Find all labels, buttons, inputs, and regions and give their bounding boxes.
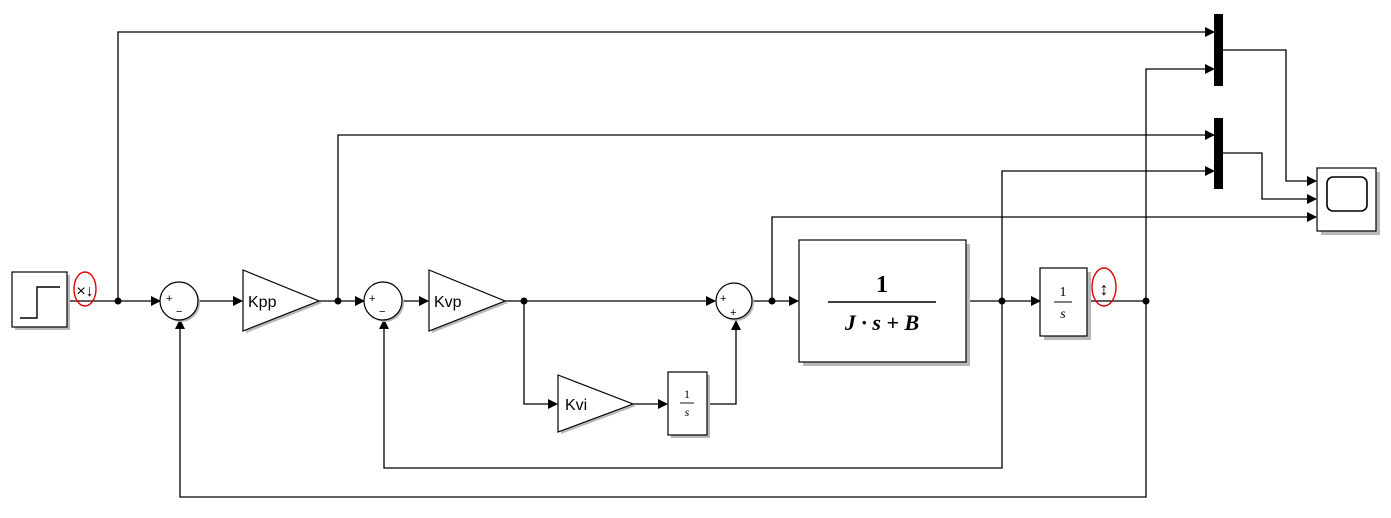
gain-kvp-label: Kvp xyxy=(434,294,462,311)
wire-mux1-to-scope xyxy=(1223,49,1317,186)
red-highlight-ellipse xyxy=(73,271,97,307)
junction-dot xyxy=(998,297,1006,305)
sum1-sign-minus: − xyxy=(176,306,182,318)
sum-velocity-error[interactable]: + − xyxy=(363,281,404,322)
wire-mux2-to-scope xyxy=(1223,152,1317,204)
plant-numerator: 1 xyxy=(876,272,888,298)
red-highlight-ellipse xyxy=(1091,267,1117,307)
step-output-marker: ×↓ xyxy=(73,271,97,307)
sum-position-error[interactable]: + − xyxy=(159,281,200,322)
scope-block[interactable] xyxy=(1316,167,1380,235)
scope-screen-icon xyxy=(1326,176,1368,212)
wire-ref-to-mux1 xyxy=(117,27,1215,301)
wire-pos-feedback xyxy=(175,301,1147,498)
int2-denominator: s xyxy=(1060,307,1066,322)
junction-dot xyxy=(334,297,342,305)
position-marker-text: ↕ xyxy=(1100,279,1109,299)
plant-transfer-function[interactable]: 1 J · s + B xyxy=(798,239,970,366)
signal-lines xyxy=(68,27,1317,498)
sum-pi[interactable]: + + xyxy=(715,282,754,321)
sum2-sign-plus: + xyxy=(369,293,375,305)
junction-dot xyxy=(114,297,122,305)
integrator-position[interactable]: 1 s xyxy=(1039,267,1091,340)
gain-kpp-label: Kpp xyxy=(248,294,277,311)
junction-dot xyxy=(520,297,528,305)
gain-kvi[interactable]: Kvi xyxy=(557,374,636,434)
gain-kpp[interactable]: Kpp xyxy=(242,269,322,333)
wire-pos-to-mux1 xyxy=(1145,64,1215,301)
position-output-marker: ↕ xyxy=(1091,267,1117,307)
gain-kvp[interactable]: Kvp xyxy=(428,269,508,333)
wire-int1-to-sum3 xyxy=(707,320,741,405)
junction-dot xyxy=(1142,297,1150,305)
plant-denominator: J · s + B xyxy=(844,310,919,335)
step-icon xyxy=(20,286,60,319)
int1-denominator: s xyxy=(685,405,690,419)
sum2-sign-minus: − xyxy=(379,306,385,318)
wire-vel-feedback xyxy=(379,301,1003,469)
step-block[interactable] xyxy=(11,271,70,330)
sum1-sign-plus: + xyxy=(166,293,172,305)
step-marker-text: ×↓ xyxy=(76,283,93,300)
sum3-sign-plus-bottom: + xyxy=(730,307,736,319)
junction-dots xyxy=(114,297,1150,305)
wire-velref-to-mux2 xyxy=(337,130,1215,301)
wire-to-kvi xyxy=(523,301,558,409)
int1-numerator: 1 xyxy=(684,387,690,401)
mux-bar-position[interactable] xyxy=(1214,14,1223,86)
int2-numerator: 1 xyxy=(1060,285,1067,300)
mux-bar-velocity[interactable] xyxy=(1214,118,1223,189)
integrator-velocity[interactable]: 1 s xyxy=(667,371,710,438)
gain-kvi-label: Kvi xyxy=(565,397,587,414)
junction-dot xyxy=(768,297,776,305)
wire-vel-to-mux2 xyxy=(1001,166,1215,301)
sum3-sign-plus-left: + xyxy=(720,293,726,305)
wire-torque-to-scope xyxy=(771,212,1317,301)
